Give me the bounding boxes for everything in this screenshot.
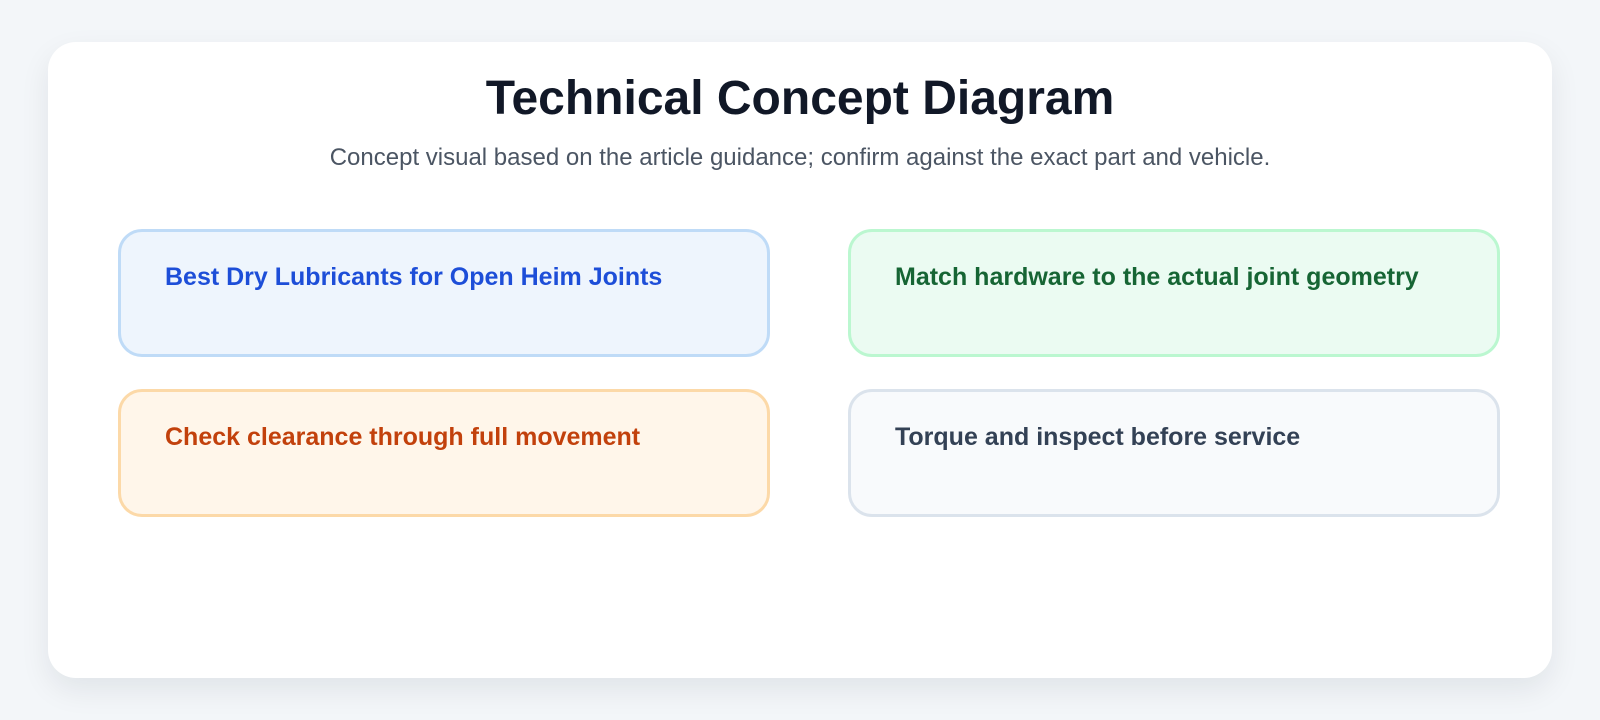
concept-box-dry-lubricants: Best Dry Lubricants for Open Heim Joints [118,229,770,357]
concept-box-label: Best Dry Lubricants for Open Heim Joints [165,263,663,291]
concept-box-clearance: Check clearance through full movement [118,389,770,517]
concept-box-label: Check clearance through full movement [165,423,641,451]
concept-box-torque-inspect: Torque and inspect before service [848,389,1500,517]
page-subtitle: Concept visual based on the article guid… [329,144,1271,171]
page-title: Technical Concept Diagram [485,72,1115,125]
concept-box-hardware-geometry: Match hardware to the actual joint geome… [848,229,1500,357]
concept-box-label: Torque and inspect before service [895,423,1301,451]
diagram-card: Technical Concept Diagram Concept visual… [48,42,1552,678]
concept-box-label: Match hardware to the actual joint geome… [895,263,1419,291]
